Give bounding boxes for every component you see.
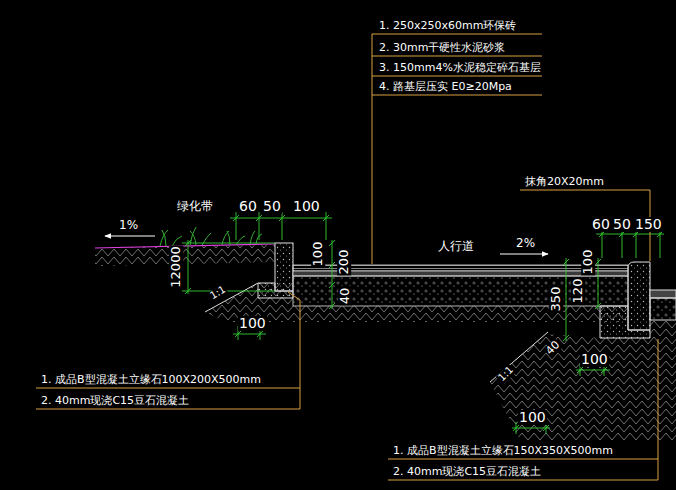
dimension-label: 350 (549, 286, 563, 313)
dimension-lines (182, 212, 664, 434)
area-label: 人行道 (437, 240, 475, 253)
soil-hatch (95, 245, 676, 440)
dimension-label: 100 (238, 316, 267, 331)
curb-stone (275, 243, 293, 291)
dimension-label: 50 (262, 199, 282, 214)
dimension-line (596, 228, 664, 258)
dimension-label: 120 (571, 278, 585, 305)
callout-text: 抹角20X20mm (524, 176, 605, 188)
dimension-label: 12000 (169, 245, 183, 288)
callout-text: 1. 成品B型混凝土立缘石100X200X500mm (40, 374, 262, 386)
dimension-label: 40 (338, 287, 352, 306)
grass-symbol (250, 231, 262, 244)
dimension-label: 100 (580, 352, 609, 367)
grass-symbol (160, 230, 182, 246)
dimension-label: 60 (238, 199, 258, 214)
dimension-label: 50 (612, 217, 632, 232)
leader-lines (36, 34, 658, 480)
dimension-label: 60 (591, 217, 611, 232)
dimension-line (182, 240, 275, 294)
callout-text: 4. 路基层压实 E0≥20Mpa (378, 81, 513, 93)
area-label: 绿化带 (176, 200, 214, 213)
dimension-label: 100 (292, 199, 321, 214)
curb-left (205, 243, 293, 312)
callout-text: 2. 30mm干硬性水泥砂浆 (378, 42, 506, 54)
callout-text: 3. 150mm4%水泥稳定碎石基层 (378, 62, 542, 74)
dimension-label: 100 (581, 249, 595, 276)
dimension-line (230, 212, 332, 240)
slope-arrow (500, 254, 548, 255)
leader-line (388, 339, 658, 480)
slope-arrow (105, 236, 155, 237)
dimension-label: 100 (311, 241, 325, 268)
callout-text: 2. 40mm现浇C15豆石混凝土 (40, 395, 190, 407)
soil-hatch (95, 245, 275, 266)
leader-line (372, 34, 542, 264)
callout-text: 2. 40mm现浇C15豆石混凝土 (392, 466, 542, 478)
base-layer (293, 276, 628, 306)
curb-right (490, 262, 676, 382)
leader-line (36, 292, 300, 409)
dimension-tick (233, 215, 329, 221)
slope-line (205, 283, 258, 312)
curb-stone (628, 262, 650, 330)
dimension-line (329, 240, 335, 309)
dimension-tick (599, 231, 663, 237)
grass-symbol (190, 227, 211, 245)
soil-hatch (490, 334, 676, 440)
dimension-label: 200 (337, 249, 351, 276)
slope-ratio: 1:1 (496, 364, 516, 384)
callout-text: 1. 成品B型混凝土立缘石150X350X500mm (392, 445, 614, 457)
dimension-label: 150 (634, 217, 663, 232)
dimension-label: 40 (543, 338, 562, 357)
road-base (650, 298, 676, 320)
callout-text: 1. 250x250x60mm环保砖 (378, 20, 517, 32)
slope-ratio: 1:1 (208, 284, 229, 302)
road-surface (650, 290, 676, 298)
slope-label: 2% (515, 237, 536, 250)
dimension-label: 100 (518, 410, 547, 425)
soil-hatch (650, 320, 676, 338)
slope-label: 1% (118, 219, 139, 232)
